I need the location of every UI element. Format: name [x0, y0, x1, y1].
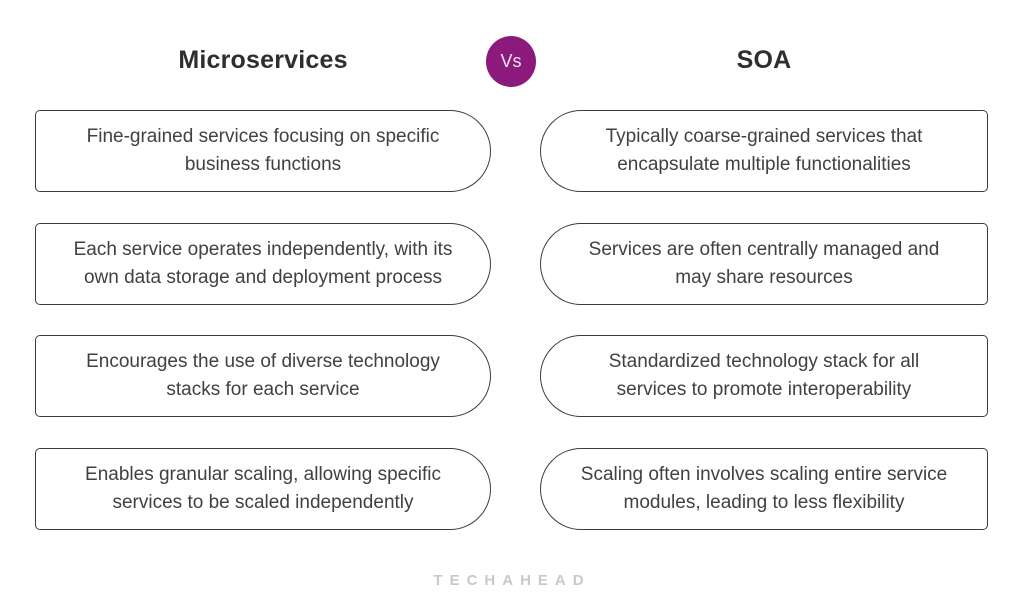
soa-point-2: Services are often centrally managed and… [540, 223, 988, 305]
vs-badge: Vs [486, 36, 536, 87]
microservices-point-1: Fine-grained services focusing on specif… [35, 110, 491, 192]
microservices-point-3: Encourages the use of diverse technology… [35, 335, 491, 417]
soa-point-1: Typically coarse-grained services that e… [540, 110, 988, 192]
techahead-logo: TECHAHEAD [433, 572, 591, 589]
soa-column-title: SOA [736, 46, 792, 74]
soa-point-3: Standardized technology stack for all se… [540, 335, 988, 417]
soa-point-4: Scaling often involves scaling entire se… [540, 448, 988, 530]
vs-badge-label: Vs [500, 51, 522, 71]
microservices-point-4: Enables granular scaling, allowing speci… [35, 448, 491, 530]
microservices-point-2: Each service operates independently, wit… [35, 223, 491, 305]
microservices-column-title: Microservices [178, 46, 348, 74]
